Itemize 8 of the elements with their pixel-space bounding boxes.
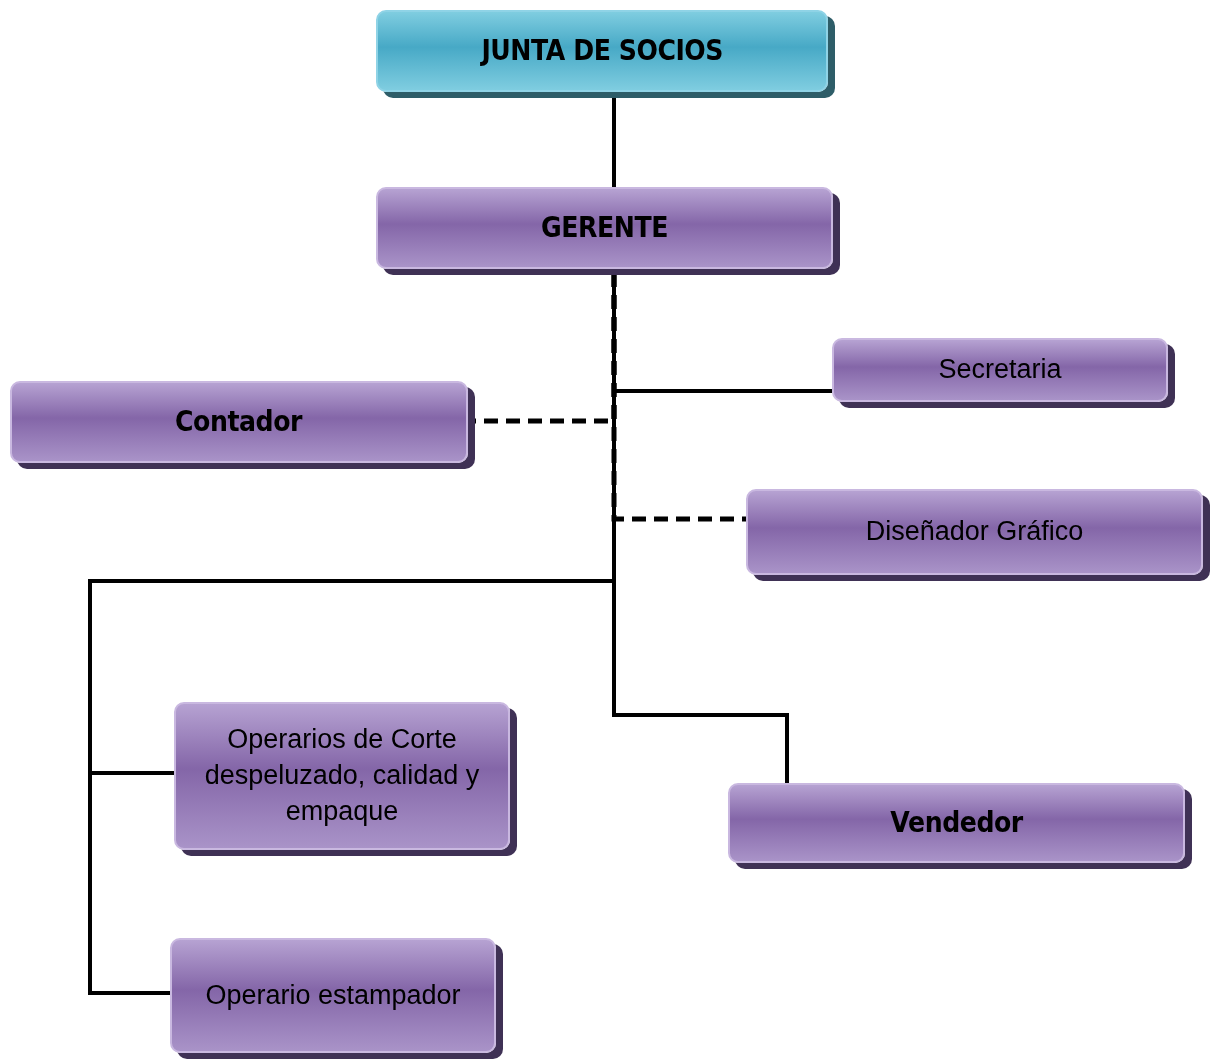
role-label: JUNTA DE SOCIOS (481, 33, 723, 70)
role-label: Secretaria (938, 353, 1062, 387)
role-label: Diseñador Gráfico (865, 515, 1084, 549)
role-label: Operario estampador (205, 978, 461, 1012)
role-label: Operarios de Corte despeluzado, calidad y empaque (203, 723, 481, 828)
role-label: Vendedor (890, 805, 1023, 842)
role-label: Contador (175, 404, 303, 441)
role-label: GERENTE (541, 210, 668, 247)
